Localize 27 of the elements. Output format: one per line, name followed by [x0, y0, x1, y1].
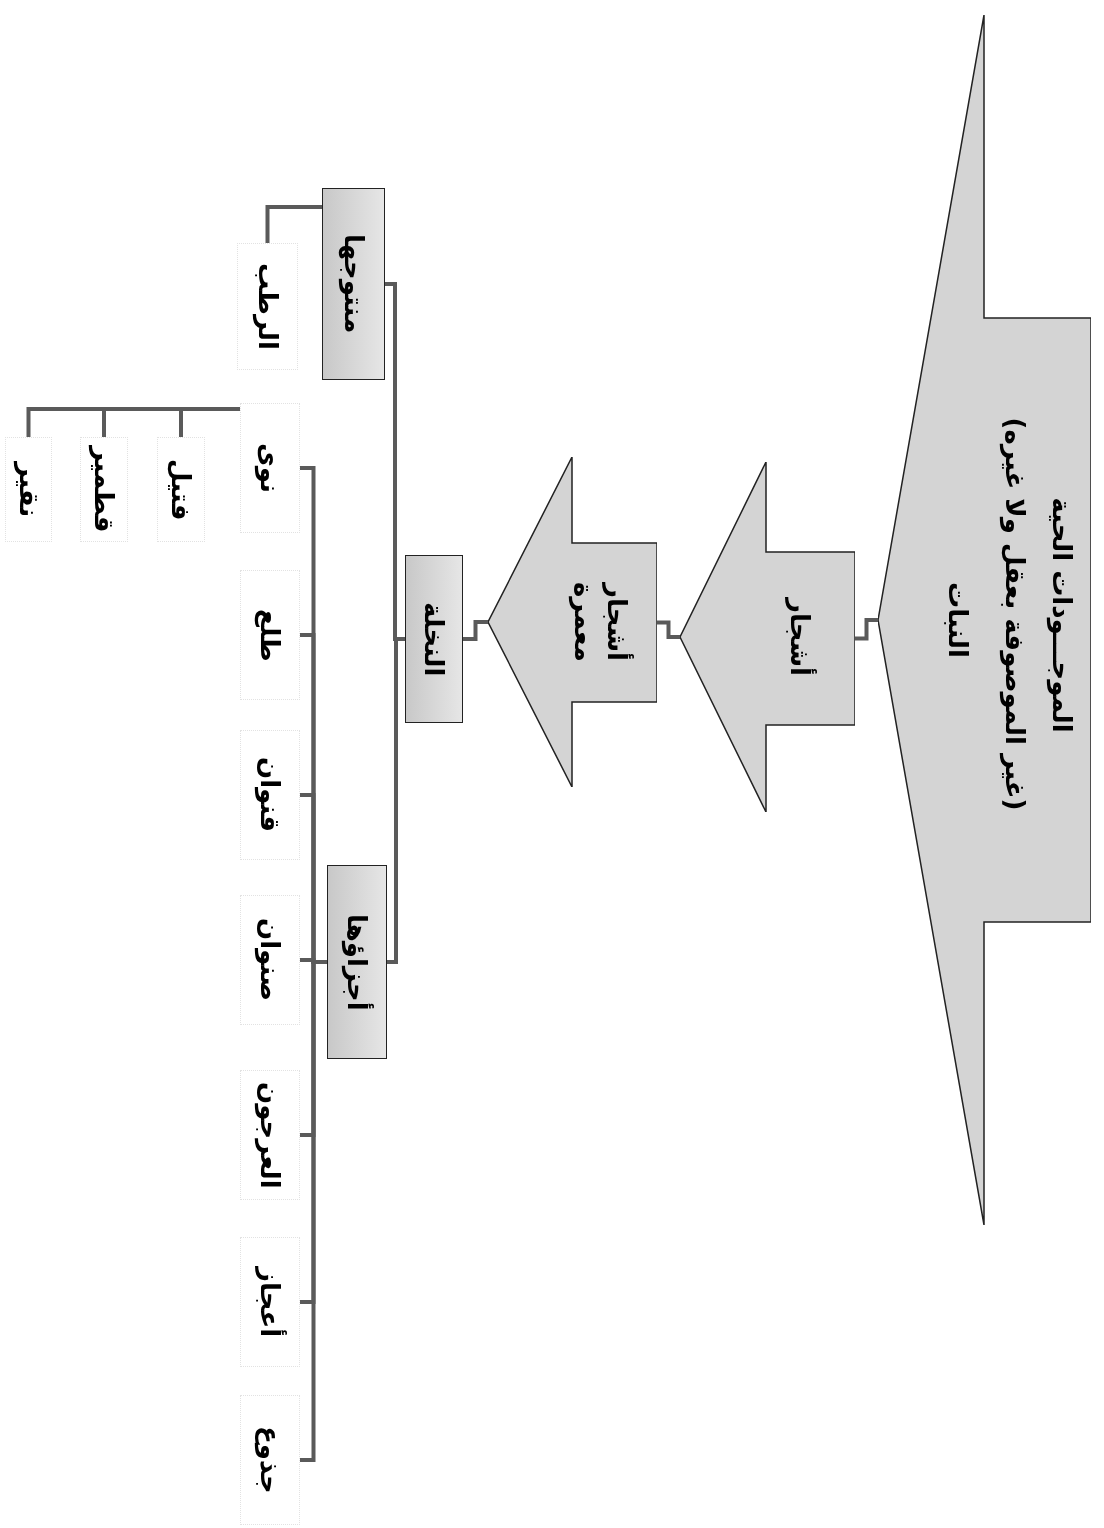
- label-box: فتيل: [157, 437, 205, 542]
- label-box: الرطب: [237, 243, 298, 370]
- connector-line: [855, 618, 878, 641]
- shape-text: الموجـــودات الحية: [1045, 497, 1079, 733]
- arrow-shape: [680, 462, 855, 812]
- label-box: النخلة: [405, 555, 463, 723]
- connector-line: [657, 620, 680, 639]
- label-box: قطمير: [80, 437, 128, 542]
- shape-text: (غير الموصوفة بعقل ولا غيره): [998, 417, 1032, 811]
- connector-line: [385, 282, 405, 641]
- label-box: منتوجها: [322, 188, 385, 380]
- label-box: جذوع: [240, 1395, 300, 1525]
- label-box: العرجون: [240, 1070, 300, 1200]
- label-box: صنوان: [240, 895, 300, 1025]
- arrow-shape: [488, 457, 657, 787]
- connector-line: [265, 205, 322, 243]
- arrow-shape: [878, 15, 1091, 1225]
- label-box: أعجاز: [240, 1237, 300, 1367]
- label-box: نوى: [240, 403, 300, 533]
- shape-text: النبات: [942, 582, 975, 658]
- label-box: أجزاؤها: [327, 865, 387, 1059]
- label-box: قنوان: [240, 730, 300, 860]
- label-box: طلع: [240, 570, 300, 700]
- label-box: نقير: [5, 437, 52, 542]
- connector-line: [463, 620, 488, 641]
- shape-text: أشجار معمرة: [567, 581, 633, 664]
- shape-text: أشجار: [784, 598, 817, 676]
